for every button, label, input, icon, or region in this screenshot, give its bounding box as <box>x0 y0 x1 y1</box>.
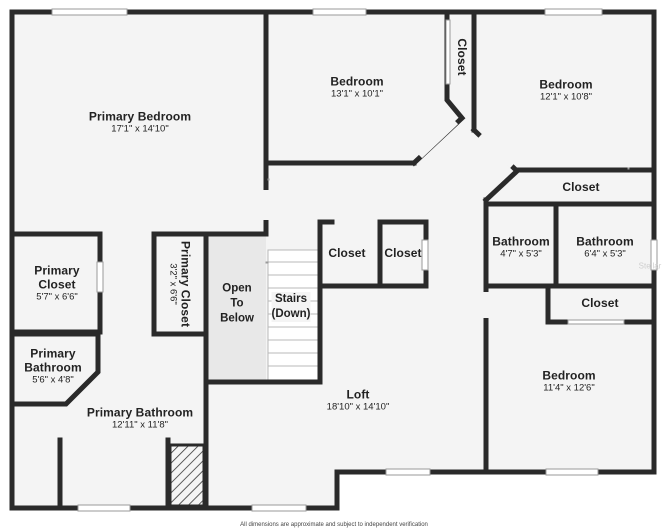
room-closet-center-a: Closet <box>328 246 366 260</box>
room-bathroom-b: Bathroom 6'4" x 5'3" <box>576 235 633 260</box>
open-to-below-label: Open To Below <box>220 282 254 327</box>
room-bedroom-north: Bedroom 13'1" x 10'1" <box>330 75 383 100</box>
label-line: Stairs <box>271 292 311 307</box>
exterior-wall <box>9 9 657 511</box>
room-primary-bedroom: Primary Bedroom 17'1" x 14'10" <box>89 110 191 135</box>
room-name: Bedroom <box>542 368 596 383</box>
interior-walls <box>9 9 657 511</box>
label-line: To <box>230 297 244 310</box>
room-bedroom-ne: Bedroom 12'1" x 10'8" <box>539 78 592 103</box>
room-dimensions: 17'1" x 14'10" <box>111 123 169 135</box>
room-name: Primary Closet <box>34 263 80 292</box>
room-closet-ne: Closet <box>562 180 600 194</box>
room-primary-bathroom: Primary Bathroom 12'11" x 11'8" <box>87 406 193 431</box>
room-dimensions: 11'4" x 12'6" <box>543 382 595 394</box>
room-name: Bathroom <box>576 234 634 249</box>
room-name: Primary Bathroom <box>24 346 82 375</box>
label-line: (Down) <box>271 307 311 322</box>
room-dimensions: 12'11" x 11'8" <box>112 419 168 431</box>
room-primary-bathroom-wc: Primary Bathroom 5'6" x 4'8" <box>18 347 88 386</box>
floor-area <box>12 12 654 508</box>
room-closet-center-b: Closet <box>384 246 422 260</box>
watermark-logo: Stellar <box>638 261 662 271</box>
open-to-below-area <box>208 234 266 380</box>
room-name: Primary Bedroom <box>88 109 192 124</box>
room-dimensions: 12'1" x 10'8" <box>539 91 593 103</box>
room-dimensions: 6'4" x 5'3" <box>584 248 626 260</box>
room-name: Bedroom <box>330 74 384 89</box>
room-loft: Loft 18'10" x 14'10" <box>327 388 390 413</box>
room-dimensions: 5'7" x 6'6" <box>36 291 78 303</box>
room-closet-se: Closet <box>581 296 619 310</box>
room-name: Loft <box>346 387 370 402</box>
room-name: Primary Bathroom <box>86 405 194 420</box>
room-dimensions: 5'6" x 4'8" <box>32 374 74 386</box>
windows <box>51 8 658 512</box>
stairs-label: Stairs (Down) <box>271 292 311 322</box>
label-line: Open <box>222 282 252 295</box>
room-primary-closet-left: Primary Closet 5'7" x 6'6" <box>22 264 92 303</box>
room-primary-closet-small: Primary Closet 3'2" x 6'6" <box>168 241 193 327</box>
room-bedroom-se: Bedroom 11'4" x 12'6" <box>542 369 595 394</box>
disclaimer-text: All dimensions are approximate and subje… <box>240 522 428 528</box>
room-dimensions: 18'10" x 14'10" <box>326 401 390 413</box>
room-dimensions: 3'2" x 6'6" <box>167 263 179 305</box>
room-dimensions: 13'1" x 10'1" <box>330 88 384 100</box>
door-openings <box>263 119 515 318</box>
label-line: Below <box>220 312 254 325</box>
room-name: Bedroom <box>539 77 593 92</box>
room-name: Primary Closet <box>178 240 193 328</box>
room-closet-north: Closet <box>455 38 469 76</box>
room-dimensions: 4'7" x 5'3" <box>500 248 542 260</box>
hatched-shaft <box>168 443 206 508</box>
room-bathroom-a: Bathroom 4'7" x 5'3" <box>492 235 549 260</box>
room-name: Bathroom <box>492 234 550 249</box>
